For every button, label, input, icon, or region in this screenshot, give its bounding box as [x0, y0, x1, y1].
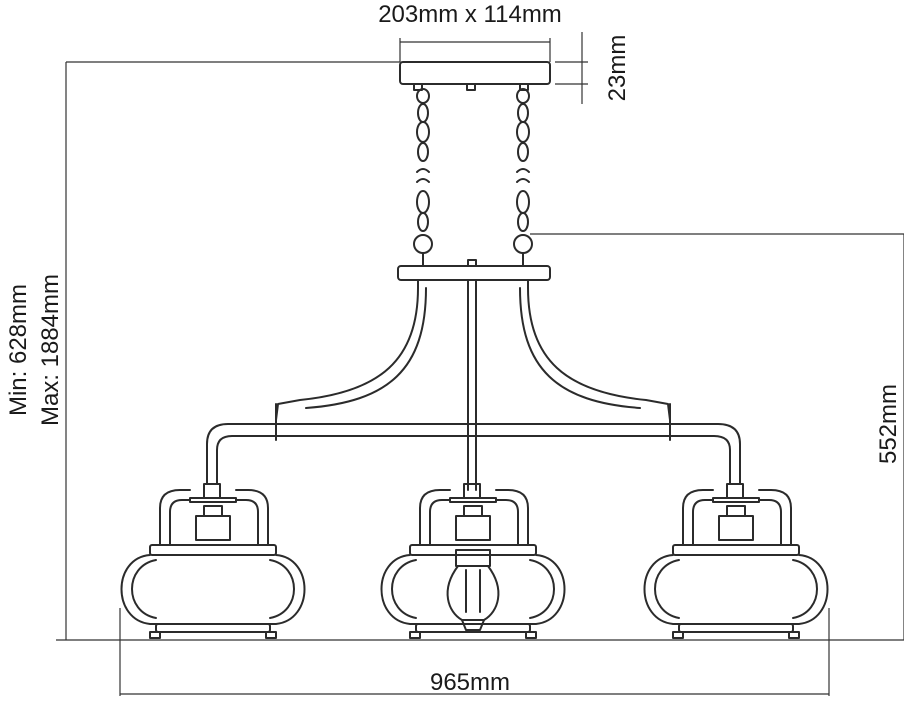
shade-left	[120, 483, 306, 639]
upper-plate	[397, 259, 551, 289]
drop-max-label: Max: 1884mm	[37, 274, 64, 426]
drop-min-label: Min: 628mm	[5, 284, 32, 416]
bulb	[446, 549, 500, 631]
chain-right	[513, 88, 533, 267]
curved-arms	[275, 287, 671, 441]
center-stem	[467, 279, 477, 491]
canopy-height-label: 23mm	[604, 35, 631, 102]
shade-center	[380, 483, 566, 639]
body-height-label: 552mm	[875, 384, 902, 464]
canopy-size-label: 203mm x 114mm	[378, 1, 562, 28]
shade-right	[643, 483, 829, 639]
crossbar	[206, 423, 741, 485]
chain-left	[413, 88, 433, 267]
fixture-drawing	[120, 61, 829, 639]
width-label: 965mm	[430, 669, 510, 696]
dimension-lines	[56, 32, 904, 696]
canopy	[399, 61, 551, 91]
